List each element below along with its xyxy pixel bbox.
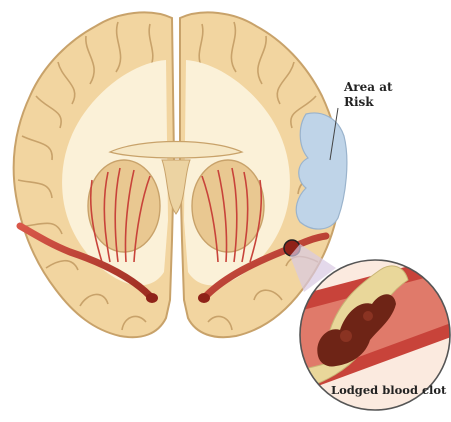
area-at-risk-label: Area at Risk — [344, 80, 404, 110]
artery-stump-left — [146, 293, 158, 303]
basal-ganglia-right — [192, 160, 264, 252]
basal-ganglia-left — [88, 160, 160, 252]
lodged-blood-clot-label: Lodged blood clot — [331, 383, 446, 397]
area-at-risk-region — [296, 113, 347, 229]
artery-stump-right — [198, 293, 210, 303]
